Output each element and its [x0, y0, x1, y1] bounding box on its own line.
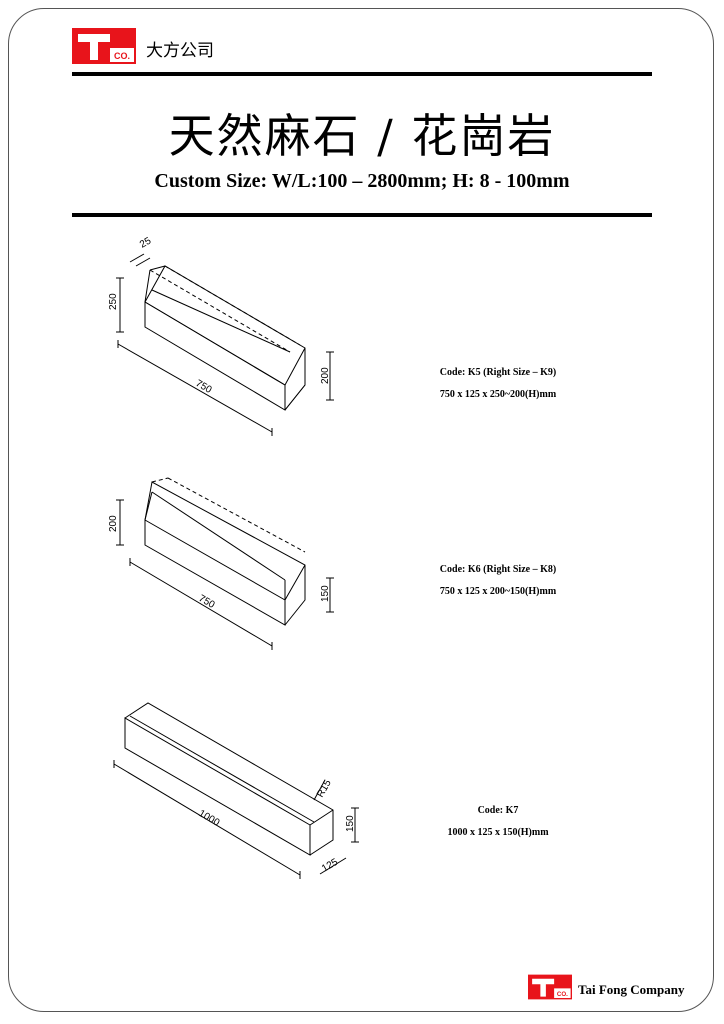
product-k5-size: 750 x 125 x 250~200(H)mm [439, 389, 557, 400]
header-rule-top [72, 72, 652, 76]
product-k5-code: Code: K5 (Right Size – K9) [439, 367, 557, 378]
product-k7-code: Code: K7 [477, 805, 519, 816]
product-k7-caption: Code: K7 1000 x 125 x 150(H)mm [398, 800, 598, 844]
footer-logo: CO. [528, 974, 572, 1000]
k6-dim-end-height: 150 [320, 585, 331, 602]
product-k6-size: 750 x 125 x 200~150(H)mm [439, 586, 557, 597]
product-k6-caption: Code: K6 (Right Size – K8) 750 x 125 x 2… [398, 559, 598, 603]
product-k6-code: Code: K6 (Right Size – K8) [439, 564, 557, 575]
company-logo: CO. [72, 28, 136, 64]
footer-brand-name: Tai Fong Company [578, 982, 685, 997]
k6-drawing [116, 477, 334, 650]
k5-dim-end-height: 200 [320, 367, 331, 384]
page-frame [8, 8, 714, 1012]
page-title: 天然麻石 / 花崗岩 [168, 109, 556, 163]
k5-dim-top: 25 [138, 235, 154, 250]
logo-text: CO. [114, 51, 130, 61]
k7-drawing [113, 702, 359, 879]
k5-dim-height: 250 [108, 293, 119, 310]
product-k7-size: 1000 x 125 x 150(H)mm [447, 827, 549, 838]
k5-dim-length: 750 [194, 378, 214, 396]
footer-logo-text: CO. [557, 991, 568, 998]
k5-drawing [116, 253, 334, 436]
k7-dim-radius: R15 [315, 778, 334, 800]
k7-dim-width: 125 [320, 857, 340, 875]
k7-dim-end-height: 150 [345, 815, 356, 832]
brand-name-cn: 大方公司 [146, 41, 214, 61]
page-subtitle: Custom Size: W/L:100 – 2800mm; H: 8 - 10… [154, 170, 570, 192]
product-k5-caption: Code: K5 (Right Size – K9) 750 x 125 x 2… [398, 362, 598, 406]
header-rule-bottom [72, 213, 652, 217]
k6-dim-height: 200 [108, 515, 119, 532]
k6-dim-length: 750 [197, 593, 217, 611]
